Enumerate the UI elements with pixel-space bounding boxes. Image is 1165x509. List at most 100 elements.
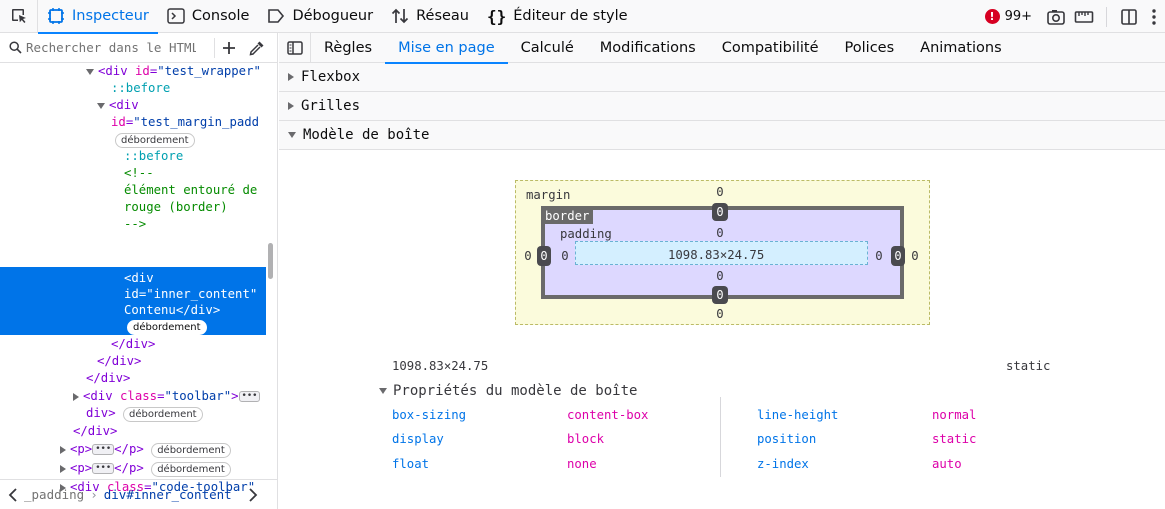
- padding-bottom-value[interactable]: 0: [716, 269, 724, 283]
- tab-style-editor[interactable]: {} Éditeur de style: [478, 0, 637, 33]
- ellipsis-icon[interactable]: •••: [92, 444, 115, 455]
- tab-animations[interactable]: Animations: [920, 39, 1002, 56]
- margin-top-value[interactable]: 0: [716, 185, 724, 199]
- property-value[interactable]: block: [567, 432, 605, 446]
- margin-bottom-value[interactable]: 0: [716, 307, 724, 321]
- dock-options-button[interactable]: [1115, 3, 1143, 31]
- tab-changes[interactable]: Modifications: [599, 39, 696, 56]
- chevron-left-icon: [8, 487, 17, 502]
- box-model-properties-header[interactable]: Propriétés du modèle de boîte: [379, 383, 637, 399]
- padding-right-value[interactable]: 0: [875, 249, 883, 263]
- tree-pseudo[interactable]: ::before: [124, 149, 184, 163]
- closing-tag[interactable]: </div>: [73, 424, 118, 438]
- property-value[interactable]: static: [932, 432, 977, 446]
- border-left-value[interactable]: 0: [537, 246, 551, 266]
- closing-tag[interactable]: </div>: [86, 371, 131, 385]
- breadcrumb-separator: ›: [90, 487, 98, 502]
- add-node-button[interactable]: [214, 38, 236, 58]
- breadcrumb-item[interactable]: _padding: [24, 487, 85, 502]
- tree-node[interactable]: <p>•••</p> débordement: [60, 441, 231, 458]
- padding-top-value[interactable]: 0: [716, 226, 724, 240]
- selected-tree-node[interactable]: <div id="inner_content" Contenu</div> dé…: [0, 267, 266, 335]
- property-value[interactable]: auto: [932, 457, 962, 471]
- more-options-button[interactable]: [1143, 3, 1165, 31]
- margin-right-value[interactable]: 0: [911, 249, 919, 263]
- rulers-button[interactable]: [1070, 3, 1098, 31]
- attr-value: "test_wrapper": [157, 64, 261, 78]
- attr-value: "code-toolbar": [151, 480, 256, 494]
- tag-name: </p>: [114, 461, 144, 475]
- property-value[interactable]: content-box: [567, 408, 649, 422]
- margin-left-value[interactable]: 0: [524, 249, 532, 263]
- sidebar-panel: Règles Mise en page Calculé Modification…: [279, 32, 1165, 509]
- element-picker-button[interactable]: [0, 0, 38, 33]
- tree-node[interactable]: <div class="code-toolbar": [60, 479, 255, 496]
- network-icon: [391, 7, 409, 25]
- element-position: static: [1006, 359, 1051, 373]
- tab-layout[interactable]: Mise en page: [385, 33, 508, 64]
- padding-left-value[interactable]: 0: [561, 249, 569, 263]
- expand-arrow-icon: [288, 102, 294, 110]
- breadcrumb: _padding › div#inner_content: [0, 479, 277, 509]
- tag-name: div>: [86, 406, 116, 420]
- tab-compatibility[interactable]: Compatibilité: [721, 39, 819, 56]
- tree-comment[interactable]: rouge (border): [124, 200, 228, 214]
- column-separator: [720, 397, 721, 477]
- tab-computed[interactable]: Calculé: [520, 39, 574, 56]
- section-flexbox[interactable]: Flexbox: [279, 63, 1165, 92]
- tab-inspector[interactable]: Inspecteur: [38, 0, 158, 34]
- closing-tag[interactable]: </div>: [111, 337, 156, 351]
- expand-arrow-icon: [60, 445, 66, 454]
- vertical-scrollbar[interactable]: [268, 243, 273, 279]
- closing-tag[interactable]: </div>: [97, 354, 142, 368]
- console-icon: [167, 8, 185, 24]
- overflow-badge[interactable]: débordement: [123, 407, 203, 422]
- tree-pseudo[interactable]: ::before: [111, 81, 171, 95]
- tree-node[interactable]: <div class="toolbar">•••: [73, 388, 261, 405]
- attr-name: id: [135, 64, 150, 78]
- breadcrumb-left-button[interactable]: [8, 487, 18, 502]
- collapse-arrow-icon: [288, 132, 296, 138]
- border-bottom-value[interactable]: 0: [712, 286, 728, 304]
- tag-name: <div: [83, 389, 113, 403]
- tab-fonts[interactable]: Polices: [844, 39, 895, 56]
- section-grid[interactable]: Grilles: [279, 92, 1165, 121]
- tree-node[interactable]: <div id="test_wrapper": [86, 63, 261, 80]
- tree-comment[interactable]: élément entouré de: [124, 183, 258, 197]
- tree-comment[interactable]: -->: [124, 217, 147, 231]
- content-size: 1098.83×24.75: [668, 248, 765, 262]
- ellipsis-icon[interactable]: •••: [238, 391, 261, 402]
- box-model-view: margin border padding 1098.83×24.75 0 0 …: [279, 153, 1165, 509]
- error-count-button[interactable]: ! 99+: [984, 9, 1032, 24]
- border-right-value[interactable]: 0: [891, 246, 905, 266]
- tab-console[interactable]: Console: [158, 0, 259, 33]
- tree-node-attrs: id="inner_content": [124, 287, 258, 301]
- overflow-badge[interactable]: débordement: [115, 133, 195, 148]
- breadcrumb-item-current[interactable]: div#inner_content: [103, 487, 232, 502]
- tree-node[interactable]: <p>•••</p> débordement: [60, 460, 231, 477]
- overflow-badge[interactable]: débordement: [127, 320, 207, 335]
- eyedropper-button[interactable]: [246, 38, 268, 58]
- property-value[interactable]: normal: [932, 408, 977, 422]
- overflow-badge[interactable]: débordement: [151, 443, 231, 458]
- section-box-model[interactable]: Modèle de boîte: [279, 121, 1165, 150]
- breadcrumb-right-button[interactable]: [248, 487, 258, 502]
- error-icon: !: [984, 9, 1000, 24]
- tree-node-attrs[interactable]: id="test_margin_padd: [111, 115, 260, 129]
- border-top-value[interactable]: 0: [712, 203, 728, 221]
- content-box[interactable]: [575, 241, 868, 265]
- tab-rules[interactable]: Règles: [324, 39, 373, 56]
- tree-comment[interactable]: <!--: [124, 166, 154, 180]
- tag-name: <p>: [70, 442, 93, 456]
- screenshot-button[interactable]: [1042, 3, 1070, 31]
- tab-debugger[interactable]: Débogueur: [258, 0, 382, 33]
- markup-search-input[interactable]: [26, 40, 196, 55]
- tree-node-close[interactable]: div> débordement: [86, 405, 203, 422]
- overflow-badge[interactable]: débordement: [151, 462, 231, 477]
- property-value[interactable]: none: [567, 457, 597, 471]
- tree-node[interactable]: <div: [97, 97, 139, 114]
- ellipsis-icon[interactable]: •••: [92, 463, 115, 474]
- toggle-sidebar-button[interactable]: [279, 32, 311, 63]
- devtools-toolbar: Inspecteur Console Débogueur Réseau {} É…: [0, 0, 1165, 34]
- tab-network[interactable]: Réseau: [382, 0, 478, 33]
